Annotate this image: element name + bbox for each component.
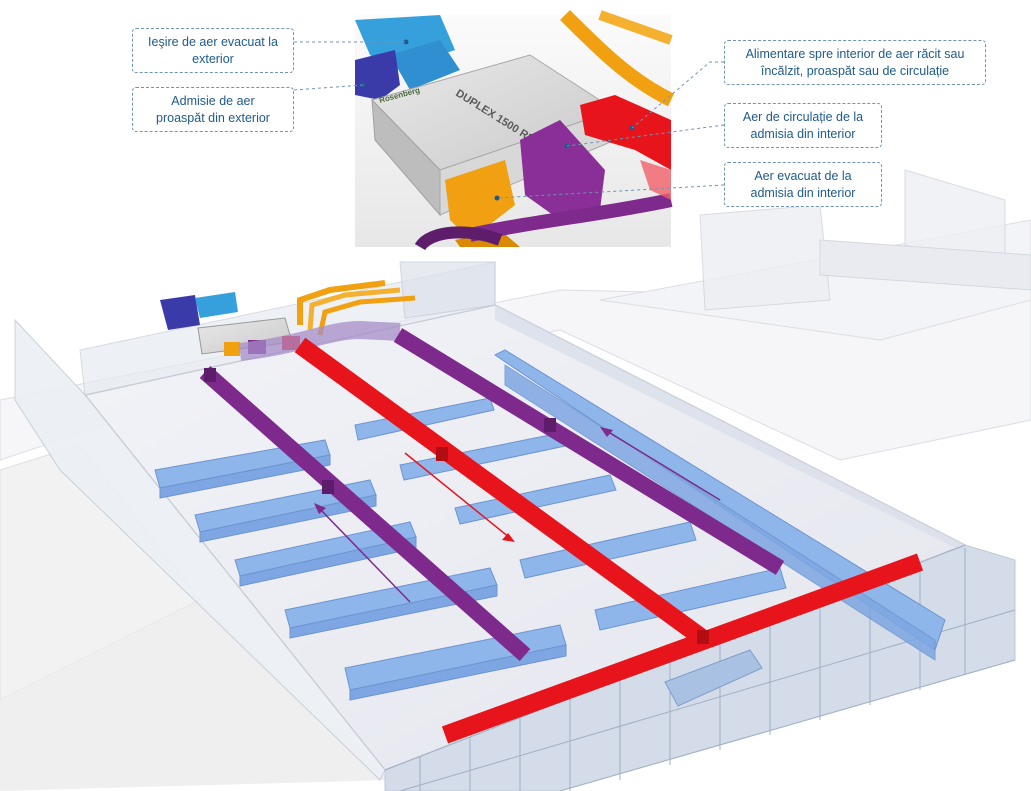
duct-system xyxy=(160,280,924,744)
callout-line-1: Aer evacuat de la xyxy=(754,168,852,183)
callout-exhaust-intake: Aer evacuat de la admisia din interior xyxy=(724,162,882,207)
arrow-head-extract-right xyxy=(600,427,613,437)
callout-line-1: Aer de circulație de la xyxy=(742,109,864,124)
arrow-head-extract-left xyxy=(314,503,326,514)
unit-closeup-inset: DUPLEX 1500 RSS Rosenberg xyxy=(355,10,675,251)
airflow-arrows xyxy=(314,427,721,603)
leader-lines xyxy=(293,41,725,199)
callout-fresh-intake: Admisie de aer proaspăt din exterior xyxy=(132,87,294,132)
callout-line-2: admisia din interior xyxy=(750,126,856,141)
callout-line-2: admisia din interior xyxy=(750,185,856,200)
callout-line-1: Ieşire de aer evacuat la xyxy=(148,34,278,49)
callout-line-2: încălzit, proaspăt sau de circulație xyxy=(760,63,950,78)
arrow-head-supply xyxy=(502,533,515,542)
callout-line-1: Admisie de aer xyxy=(171,93,255,108)
callout-line-1: Alimentare spre interior de aer răcit sa… xyxy=(745,46,965,61)
callout-supply-inside: Alimentare spre interior de aer răcit sa… xyxy=(724,40,986,85)
callout-line-2: exterior xyxy=(192,51,234,66)
callout-recirc-intake: Aer de circulație de la admisia din inte… xyxy=(724,103,882,148)
callout-exhaust-outlet: Ieşire de aer evacuat la exterior xyxy=(132,28,294,73)
callout-line-2: proaspăt din exterior xyxy=(156,110,270,125)
